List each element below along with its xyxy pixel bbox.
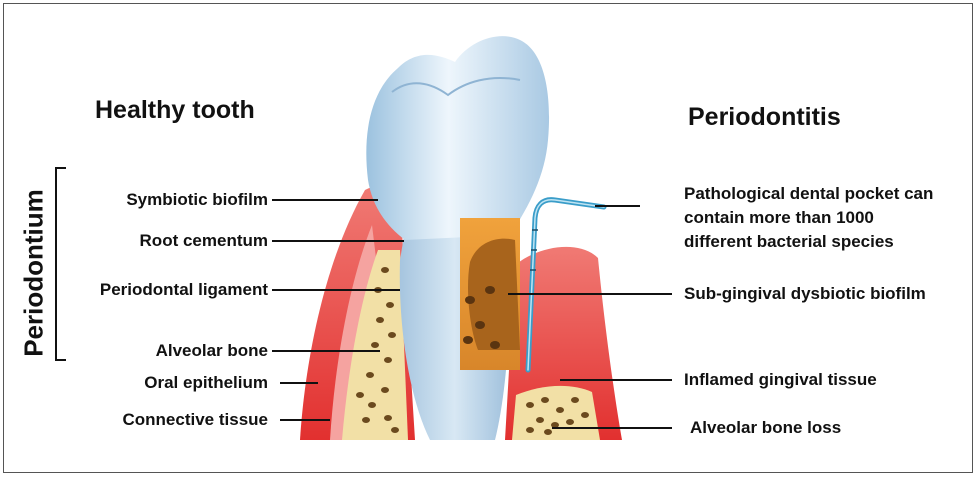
bone-pore bbox=[526, 427, 534, 433]
label-pathological-pocket: Pathological dental pocket can contain m… bbox=[684, 182, 933, 254]
bone-pore bbox=[384, 357, 392, 363]
label-oral-epithelium: Oral epithelium bbox=[144, 373, 268, 393]
bone-pore bbox=[381, 387, 389, 393]
bone-pore bbox=[368, 402, 376, 408]
pocket-line-3: different bacterial species bbox=[684, 230, 933, 254]
pocket-line-1: Pathological dental pocket can bbox=[684, 182, 933, 206]
pocket-pore bbox=[465, 296, 475, 304]
bone-pore bbox=[391, 427, 399, 433]
bone-pore bbox=[376, 317, 384, 323]
bone-pore bbox=[571, 397, 579, 403]
label-periodontal-ligament: Periodontal ligament bbox=[100, 280, 268, 300]
bone-pore bbox=[362, 417, 370, 423]
label-symbiotic-biofilm: Symbiotic biofilm bbox=[126, 190, 268, 210]
bone-pore bbox=[384, 415, 392, 421]
heading-healthy-tooth: Healthy tooth bbox=[95, 96, 255, 125]
pocket-line-2: contain more than 1000 bbox=[684, 206, 933, 230]
periodontium-label: Periodontium bbox=[4, 178, 64, 368]
bone-pore bbox=[536, 417, 544, 423]
bone-pore bbox=[526, 402, 534, 408]
label-inflamed-gingival: Inflamed gingival tissue bbox=[684, 370, 877, 390]
label-alveolar-bone: Alveolar bone bbox=[156, 341, 268, 361]
label-connective-tissue: Connective tissue bbox=[123, 410, 269, 430]
tooth-crown bbox=[366, 36, 549, 240]
bone-pore bbox=[581, 412, 589, 418]
bone-pore bbox=[356, 392, 364, 398]
label-root-cementum: Root cementum bbox=[140, 231, 268, 251]
bone-pore bbox=[566, 419, 574, 425]
bone-pore bbox=[541, 397, 549, 403]
heading-periodontitis: Periodontitis bbox=[688, 103, 841, 132]
pocket-pore bbox=[485, 286, 495, 294]
bone-pore bbox=[556, 407, 564, 413]
label-subgingival-biofilm: Sub-gingival dysbiotic biofilm bbox=[684, 284, 926, 304]
label-alveolar-bone-loss: Alveolar bone loss bbox=[690, 418, 841, 438]
pocket-pore bbox=[475, 321, 485, 329]
bone-pore bbox=[386, 302, 394, 308]
bone-pore bbox=[366, 372, 374, 378]
pocket-pore bbox=[490, 341, 500, 349]
bone-pore bbox=[544, 429, 552, 435]
bone-pore bbox=[371, 342, 379, 348]
bone-pore bbox=[381, 267, 389, 273]
bone-pore bbox=[388, 332, 396, 338]
pocket-pore bbox=[463, 336, 473, 344]
